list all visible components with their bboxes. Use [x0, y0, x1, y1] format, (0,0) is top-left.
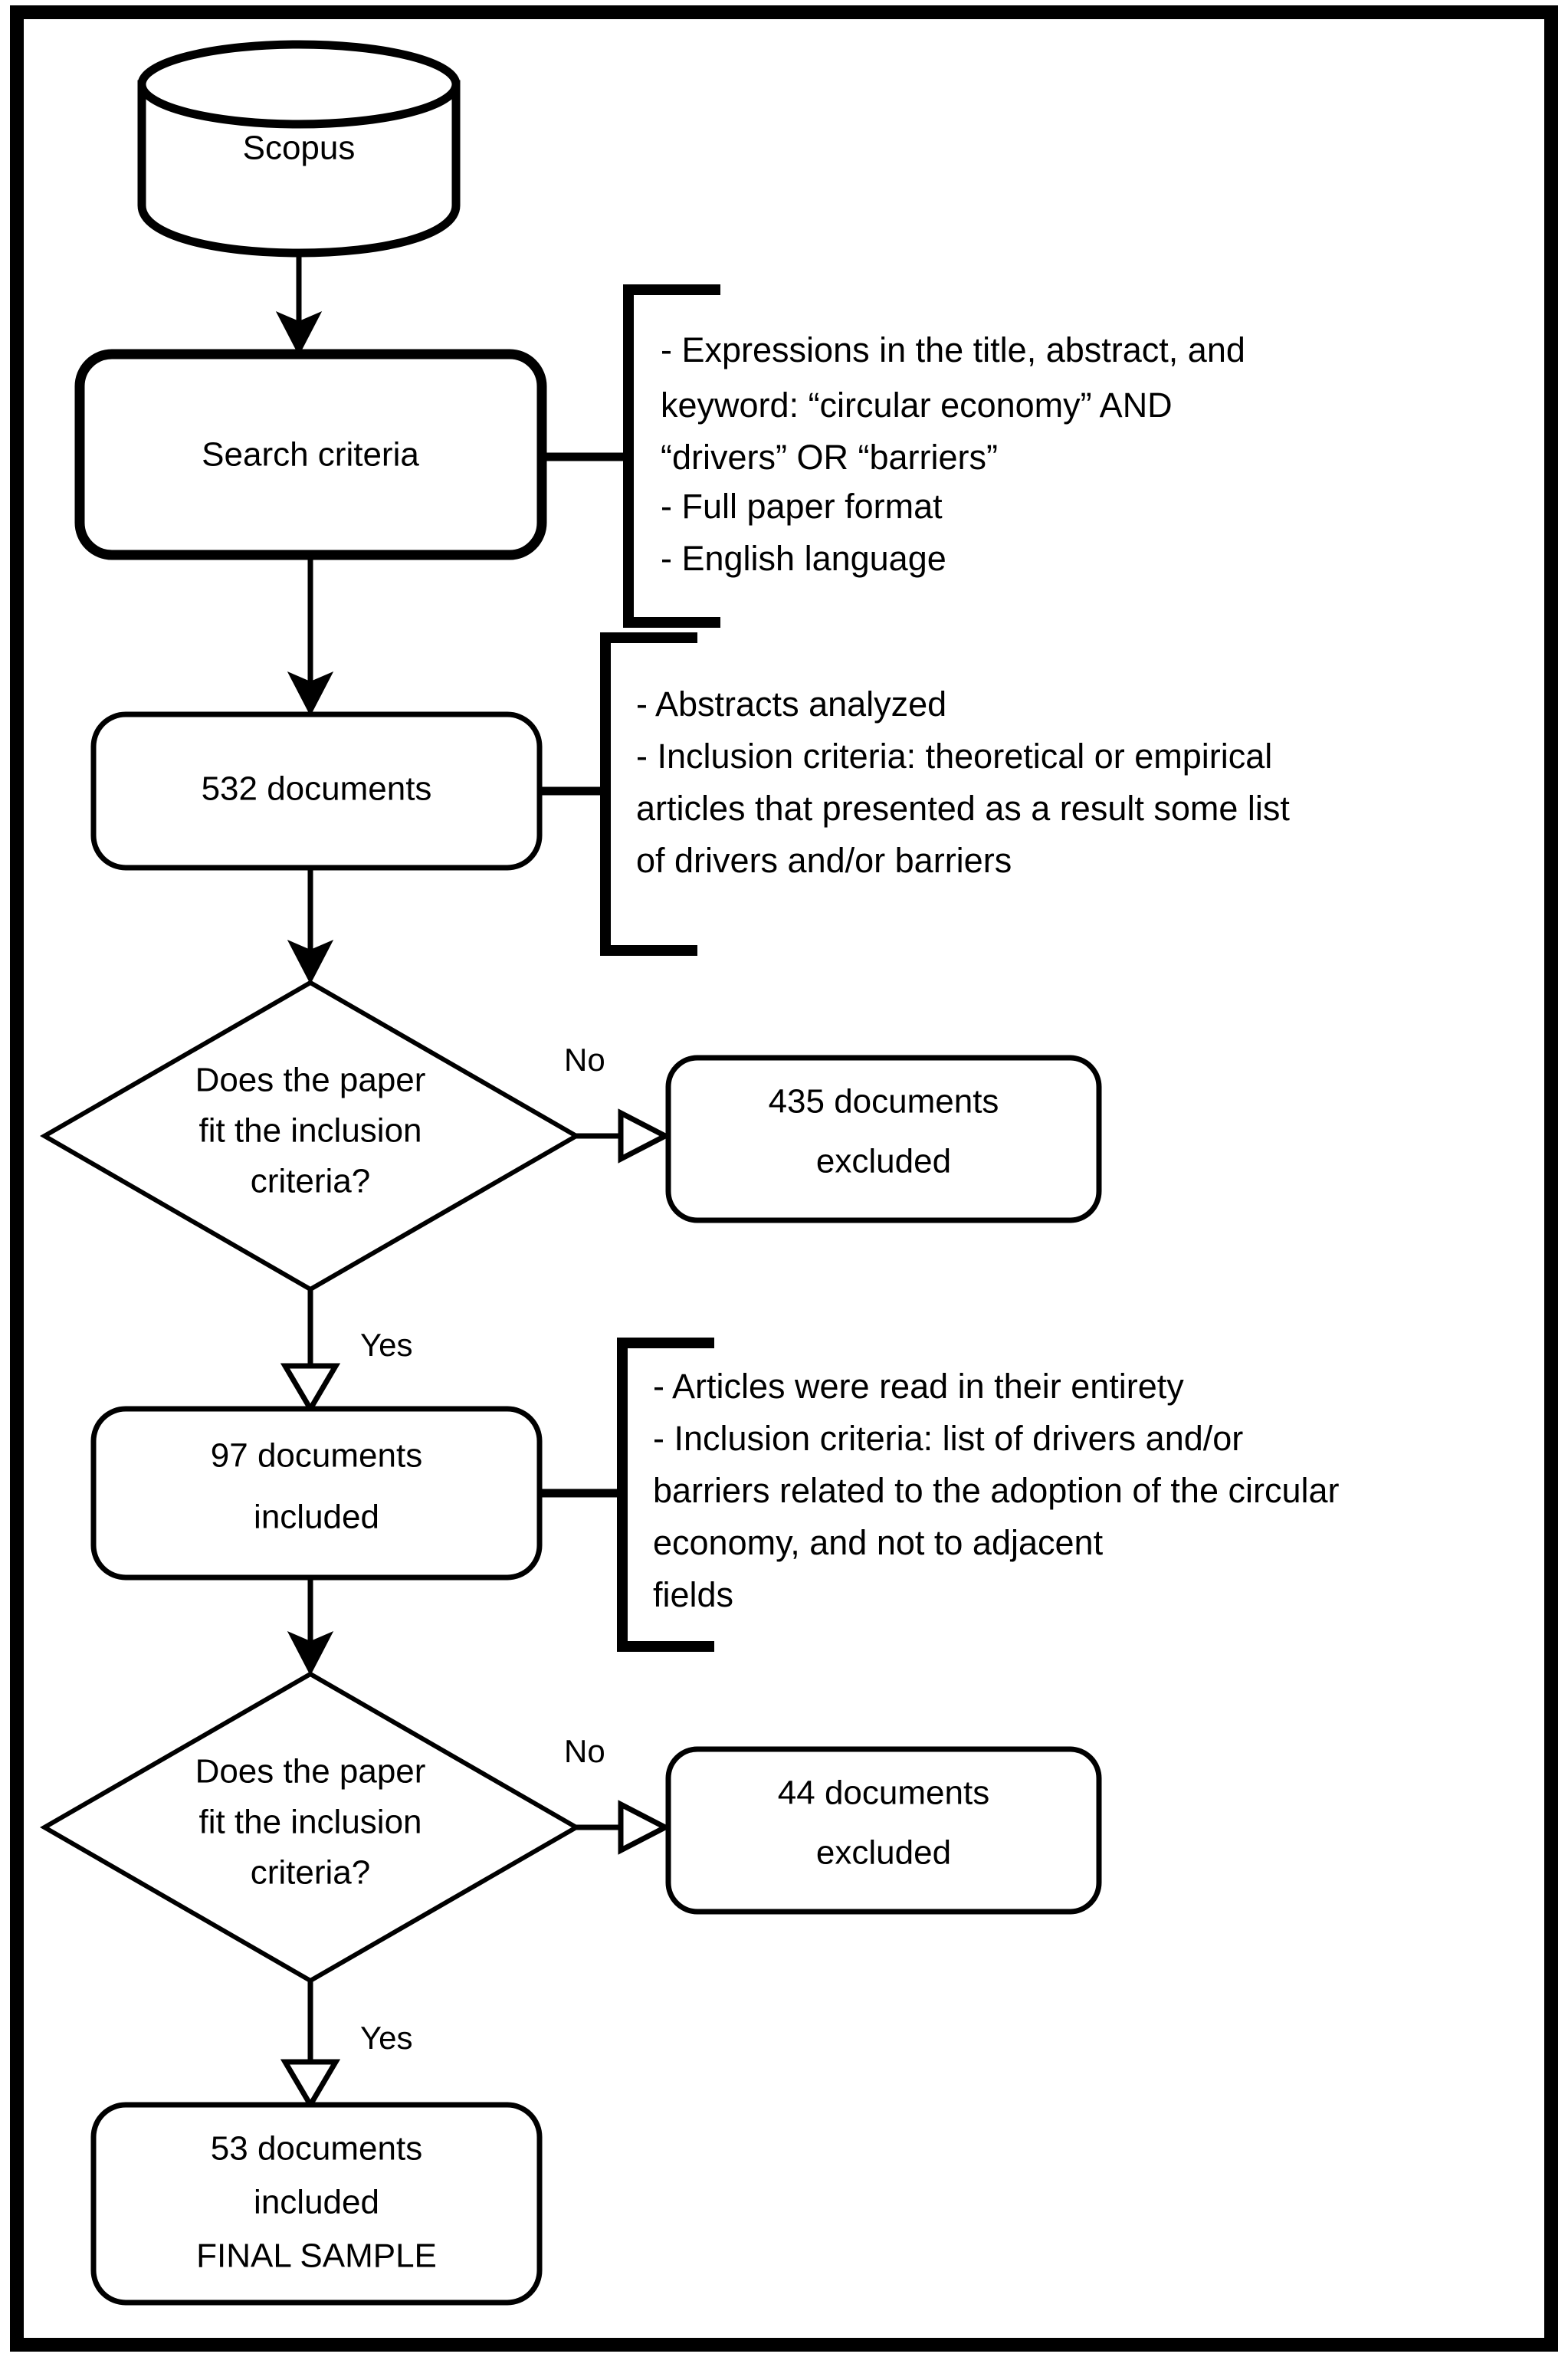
final-label-line2: included: [254, 2184, 379, 2221]
excluded1-label-line2: excluded: [816, 1143, 951, 1180]
note-line: - English language: [661, 539, 946, 578]
included1-label-line1: 97 documents: [211, 1437, 422, 1475]
edge-label-no-2: No: [564, 1733, 605, 1769]
excluded2-label-line2: excluded: [816, 1834, 951, 1872]
note-search-criteria: - Expressions in the title, abstract, an…: [661, 330, 1245, 578]
note-line: - Articles were read in their entirety: [653, 1367, 1184, 1406]
bracket-shape: [600, 632, 697, 956]
note-line: - Expressions in the title, abstract, an…: [661, 330, 1245, 369]
edge-decision1-yes: [280, 1289, 341, 1414]
final-label-line3: FINAL SAMPLE: [196, 2237, 437, 2275]
note-line: - Full paper format: [661, 487, 943, 526]
edge-decision2-no: [576, 1800, 671, 1855]
arrowhead-filled: [287, 671, 334, 717]
arrowhead-hollow: [618, 1108, 671, 1164]
note-bracket-search-criteria: [623, 284, 720, 628]
decision1-label-line1: Does the paper: [195, 1062, 426, 1099]
note-line: economy, and not to adjacent: [653, 1523, 1104, 1562]
note-line: of drivers and/or barriers: [636, 841, 1012, 880]
bracket-shape: [623, 284, 720, 628]
note-line: - Inclusion criteria: theoretical or emp…: [636, 737, 1272, 776]
final-label-line1: 53 documents: [211, 2130, 422, 2168]
node-source-database[interactable]: Scopus: [137, 40, 461, 258]
note-line: - Inclusion criteria: list of drivers an…: [653, 1419, 1243, 1458]
arrowhead-filled: [287, 939, 334, 985]
arrowhead-hollow: [280, 2059, 341, 2110]
edge-label-yes-1: Yes: [360, 1327, 413, 1363]
edge-included1-to-decision2: [287, 1577, 334, 1676]
cylinder-body: [137, 80, 461, 258]
search-criteria-label: Search criteria: [202, 436, 419, 474]
edge-decision2-yes: [280, 1981, 341, 2110]
included1-label-line2: included: [254, 1499, 379, 1536]
node-final-sample[interactable]: 53 documents included FINAL SAMPLE: [90, 2102, 543, 2306]
edge-source-to-search: [275, 253, 323, 356]
excluded1-box: [665, 1055, 1102, 1223]
node-97-included[interactable]: 97 documents included: [90, 1406, 543, 1581]
note-line: - Abstracts analyzed: [636, 684, 946, 724]
note-line: articles that presented as a result some…: [636, 789, 1290, 828]
note-abstracts: - Abstracts analyzed - Inclusion criteri…: [636, 684, 1290, 880]
decision1-label-line2: fit the inclusion: [198, 1112, 422, 1150]
edge-label-yes-2: Yes: [360, 2020, 413, 2056]
decision2-label-line2: fit the inclusion: [198, 1804, 422, 1841]
note-bracket-abstracts: [600, 632, 697, 956]
bracket-shape: [617, 1338, 714, 1652]
decision1-label-line3: criteria?: [251, 1163, 371, 1200]
edge-search-to-found: [287, 555, 334, 717]
node-532-documents[interactable]: 532 documents: [90, 711, 543, 871]
found-label: 532 documents: [202, 770, 432, 808]
decision2-label-line3: criteria?: [251, 1854, 371, 1892]
note-line: barriers related to the adoption of the …: [653, 1471, 1340, 1510]
node-44-excluded[interactable]: 44 documents excluded: [665, 1746, 1102, 1915]
edge-found-to-decision1: [287, 868, 334, 985]
excluded2-label-line1: 44 documents: [778, 1774, 989, 1812]
note-bracket-full-text: [617, 1338, 714, 1652]
node-decision-inclusion-1[interactable]: Does the paper fit the inclusion criteri…: [39, 980, 582, 1292]
decision2-label-line1: Does the paper: [195, 1753, 426, 1791]
arrowhead-hollow: [618, 1800, 671, 1855]
arrowhead-filled: [287, 1630, 334, 1676]
note-line: fields: [653, 1575, 733, 1614]
node-decision-inclusion-2[interactable]: Does the paper fit the inclusion criteri…: [39, 1671, 582, 1984]
note-line: “drivers” OR “barriers”: [661, 438, 998, 477]
note-line: keyword: “circular economy” AND: [661, 386, 1173, 425]
arrowhead-filled: [275, 310, 323, 356]
included1-box: [90, 1406, 543, 1581]
source-label: Scopus: [243, 130, 356, 167]
excluded2-box: [665, 1746, 1102, 1915]
cylinder-top-ellipse: [137, 40, 461, 129]
arrowhead-hollow: [280, 1363, 341, 1414]
node-search-criteria[interactable]: Search criteria: [74, 349, 547, 560]
outer-border: [10, 5, 1558, 2352]
edge-decision1-no: [576, 1108, 671, 1164]
excluded1-label-line1: 435 documents: [769, 1083, 999, 1121]
note-full-text: - Articles were read in their entirety -…: [653, 1367, 1340, 1614]
final-box: [90, 2102, 543, 2306]
edge-label-no-1: No: [564, 1042, 605, 1078]
node-435-excluded[interactable]: 435 documents excluded: [665, 1055, 1102, 1223]
